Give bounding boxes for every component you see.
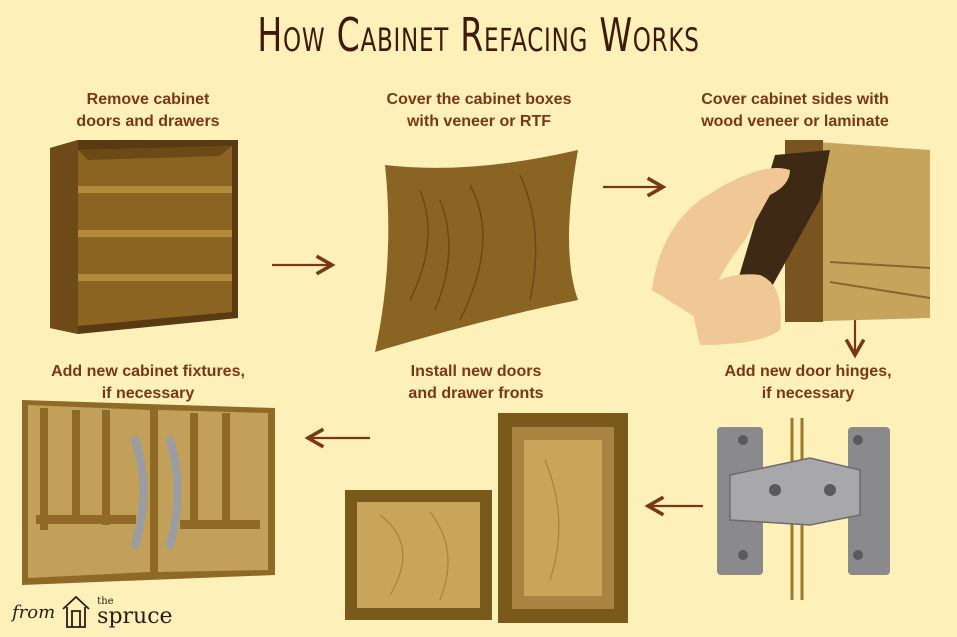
page-title: How Cabinet Refacing Works: [257, 8, 700, 62]
label-line: Cover the cabinet boxes: [386, 91, 572, 108]
step-label-cover-boxes: Cover the cabinet boxes with veneer or RT…: [329, 89, 629, 133]
hands-applying-veneer-illustration: [652, 140, 931, 345]
label-line: doors and drawers: [76, 113, 220, 130]
label-line: if necessary: [761, 385, 855, 402]
step-label-cover-sides: Cover cabinet sides with wood veneer or l…: [645, 89, 945, 133]
step-label-fixtures: Add new cabinet fixtures, if necessary: [0, 361, 298, 405]
step-label-doors: Install new doors and drawer fronts: [326, 361, 626, 405]
label-line: Remove cabinet: [86, 91, 210, 108]
step-label-hinges: Add new door hinges, if necessary: [658, 361, 957, 405]
logo-from: from: [12, 601, 56, 623]
label-line: Add new cabinet fixtures,: [51, 363, 245, 380]
label-line: if necessary: [101, 385, 195, 402]
logo-brand: spruce: [97, 603, 173, 629]
veneer-sheet-illustration: [375, 150, 578, 352]
label-line: Add new door hinges,: [724, 363, 892, 380]
cabinet-with-handles-illustration: [22, 400, 275, 585]
empty-cabinet-illustration: [50, 140, 238, 334]
handle-icon: [166, 436, 182, 549]
logo-the: the: [97, 595, 114, 607]
house-icon: [62, 595, 90, 628]
label-line: with veneer or RTF: [406, 113, 552, 130]
label-line: Cover cabinet sides with: [701, 91, 889, 108]
label-line: wood veneer or laminate: [701, 113, 889, 130]
label-line: Install new doors: [410, 363, 542, 380]
new-doors-illustration: [345, 413, 628, 623]
handle-icon: [131, 436, 148, 549]
label-line: and drawer fronts: [408, 385, 544, 402]
step-label-remove: Remove cabinet doors and drawers: [0, 89, 298, 133]
door-hinge-illustration: [717, 418, 890, 600]
